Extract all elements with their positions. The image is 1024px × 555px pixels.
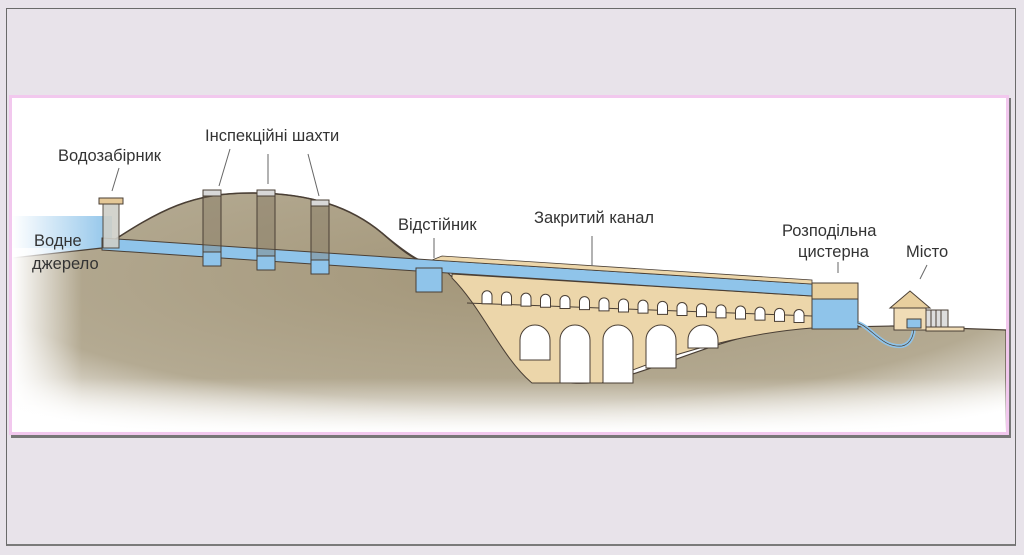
small-arch [715, 304, 727, 319]
small-arches [481, 290, 805, 324]
label-inspection-shafts: Інспекційні шахти [205, 127, 339, 145]
small-arch [696, 303, 707, 318]
small-arch [598, 297, 610, 312]
small-arch [579, 296, 590, 311]
small-arch [735, 305, 746, 320]
small-arch [657, 300, 668, 315]
hill-outline [101, 192, 431, 265]
large-arch [645, 324, 677, 369]
large-arch [519, 324, 551, 361]
label-closed-channel: Закритий канал [534, 209, 654, 227]
label-settling-tank: Відстійник [398, 216, 477, 234]
large-arch [687, 324, 719, 349]
diagram-panel: Водозабірник Водне джерело Інспекційні ш… [9, 95, 1009, 435]
label-distribution-tank-1: Розподільна [782, 222, 877, 240]
small-arch [540, 293, 551, 308]
small-arch [559, 295, 571, 309]
small-arch [676, 302, 688, 316]
settling-tank [415, 267, 443, 293]
small-arch [793, 309, 805, 324]
large-arch [559, 324, 591, 384]
large-arch [602, 324, 634, 384]
label-intake: Водозабірник [58, 147, 162, 165]
small-arch [481, 290, 493, 305]
small-arch [754, 306, 766, 321]
label-distribution-tank-2: цистерна [798, 243, 870, 261]
distribution-tank [811, 282, 916, 349]
city-building [888, 290, 965, 332]
channel-cover [431, 255, 813, 285]
small-arch [618, 298, 629, 313]
small-arch [501, 291, 512, 306]
large-arches [519, 324, 719, 384]
inspection-shafts [202, 189, 330, 275]
aqueduct-diagram: Водозабірник Водне джерело Інспекційні ш… [12, 127, 1006, 432]
small-arch [520, 292, 532, 307]
small-arch [774, 307, 785, 322]
leader-lines [111, 148, 928, 280]
label-water-source-2: джерело [32, 255, 99, 273]
small-arch [637, 299, 649, 314]
label-water-source-1: Водне [34, 232, 82, 250]
fade-bottom [12, 378, 1006, 432]
intake-tower [98, 197, 124, 249]
label-city: Місто [906, 243, 948, 261]
